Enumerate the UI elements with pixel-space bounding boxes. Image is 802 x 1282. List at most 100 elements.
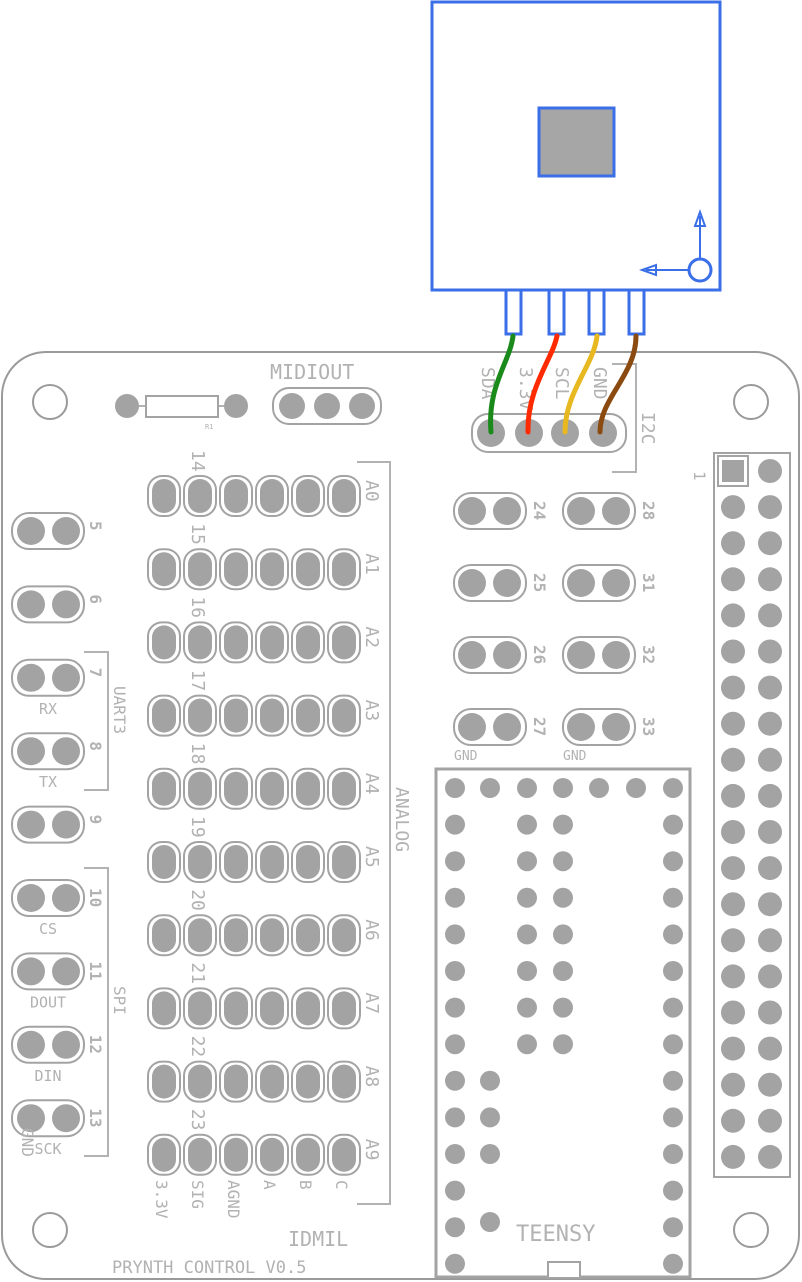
middle-pad-number: 33 bbox=[639, 717, 658, 736]
header-pin bbox=[721, 711, 745, 736]
uart-group-label: UART3 bbox=[110, 686, 129, 734]
analog-row-number: 23 bbox=[187, 1109, 208, 1131]
teensy-pad bbox=[517, 851, 537, 872]
analog-row-label: A1 bbox=[361, 553, 382, 575]
header-pin bbox=[721, 1144, 745, 1169]
left-pad-number: 10 bbox=[86, 888, 105, 907]
teensy-pad bbox=[663, 851, 683, 872]
header-pin bbox=[758, 495, 782, 520]
analog-row-label: A6 bbox=[361, 919, 382, 941]
header-pin bbox=[721, 783, 745, 808]
left-pad-number: 7 bbox=[86, 668, 105, 678]
teensy-pad bbox=[517, 778, 537, 798]
wire-scl bbox=[562, 333, 600, 435]
gnd-under-33: GND bbox=[563, 749, 587, 764]
header-pin bbox=[758, 1144, 782, 1169]
analog-row-label: A5 bbox=[361, 846, 382, 868]
left-pad-pair: 9 bbox=[11, 805, 105, 844]
teensy-pad bbox=[517, 961, 537, 981]
teensy-pad bbox=[445, 1144, 465, 1164]
header-pin bbox=[721, 531, 745, 556]
teensy-pad bbox=[553, 814, 573, 835]
teensy-pad bbox=[589, 778, 609, 798]
teensy-pad bbox=[445, 1217, 465, 1238]
left-pad-number: 8 bbox=[86, 741, 105, 751]
wire-gnd bbox=[597, 333, 639, 435]
analog-bottom-label: A bbox=[260, 1180, 279, 1190]
analog-group-label: ANALOG bbox=[391, 787, 412, 852]
teensy-pad bbox=[553, 997, 573, 1018]
teensy-pad bbox=[517, 924, 537, 945]
spi-group-label: SPI bbox=[110, 986, 129, 1015]
analog-row-label: A9 bbox=[361, 1139, 382, 1161]
analog-row-number: 18 bbox=[187, 743, 208, 765]
header-pin bbox=[758, 820, 782, 844]
left-pad-pair: 6 bbox=[11, 585, 105, 624]
teensy-pad bbox=[445, 1034, 465, 1055]
raspberry-header: 1 bbox=[690, 452, 791, 1178]
header-pin bbox=[758, 928, 782, 953]
header-pin bbox=[721, 639, 745, 664]
teensy-pad bbox=[480, 1212, 500, 1232]
analog-row-number: 19 bbox=[187, 816, 208, 838]
header-pin bbox=[758, 1108, 782, 1133]
header-pin bbox=[721, 603, 745, 628]
idmil-logo: IDMIL bbox=[288, 1227, 348, 1251]
teensy-pad bbox=[553, 887, 573, 908]
teensy-pad bbox=[663, 961, 683, 981]
middle-pad-pair: 24 bbox=[453, 492, 549, 530]
header-pin bbox=[758, 675, 782, 700]
teensy-pad bbox=[663, 1034, 683, 1055]
middle-pad-number: 28 bbox=[639, 501, 658, 520]
teensy-pad bbox=[445, 1070, 465, 1091]
mounting-holes bbox=[32, 384, 769, 1248]
i2c-header: SDA 3.3V SCL GND I2C bbox=[471, 363, 658, 473]
analog-bottom-label: SIG bbox=[188, 1180, 207, 1209]
middle-pad-pair: 32 bbox=[562, 636, 658, 674]
left-pad-number: 9 bbox=[86, 815, 105, 825]
teensy-label: TEENSY bbox=[516, 1222, 595, 1247]
header-pin bbox=[721, 964, 745, 989]
header-pin bbox=[758, 892, 782, 917]
middle-pad-pair: 28 bbox=[562, 492, 658, 530]
i2c-wires bbox=[488, 333, 639, 435]
teensy-pad bbox=[553, 924, 573, 945]
middle-pad-number: 27 bbox=[530, 717, 549, 736]
gnd-under-27: GND bbox=[454, 749, 478, 764]
analog-row-label: A4 bbox=[361, 773, 382, 795]
header-pin bbox=[758, 1072, 782, 1097]
left-pad-number: 5 bbox=[86, 521, 105, 531]
header-pin bbox=[721, 675, 745, 700]
teensy-pad bbox=[663, 1144, 683, 1164]
i2c-group-label: I2C bbox=[637, 412, 658, 445]
gnd-side-label: GND bbox=[18, 1128, 37, 1157]
teensy-pad bbox=[553, 778, 573, 798]
left-pad-pair: 5 bbox=[11, 512, 105, 550]
teensy-pad bbox=[663, 887, 683, 908]
sensor-module bbox=[430, 0, 722, 336]
left-pad-sublabel: DOUT bbox=[30, 993, 66, 1011]
left-pad-sublabel: RX bbox=[39, 700, 57, 718]
analog-row-number: 15 bbox=[187, 523, 208, 545]
teensy-pad bbox=[663, 1253, 683, 1274]
header-pin bbox=[758, 964, 782, 989]
teensy-pad bbox=[553, 961, 573, 981]
header-pin bbox=[721, 495, 745, 520]
middle-pad-number: 26 bbox=[530, 645, 549, 664]
middle-pad-number: 25 bbox=[530, 573, 549, 592]
header-pin bbox=[721, 856, 745, 881]
middle-pad-number: 31 bbox=[639, 573, 658, 592]
analog-row-number: 16 bbox=[187, 596, 208, 618]
